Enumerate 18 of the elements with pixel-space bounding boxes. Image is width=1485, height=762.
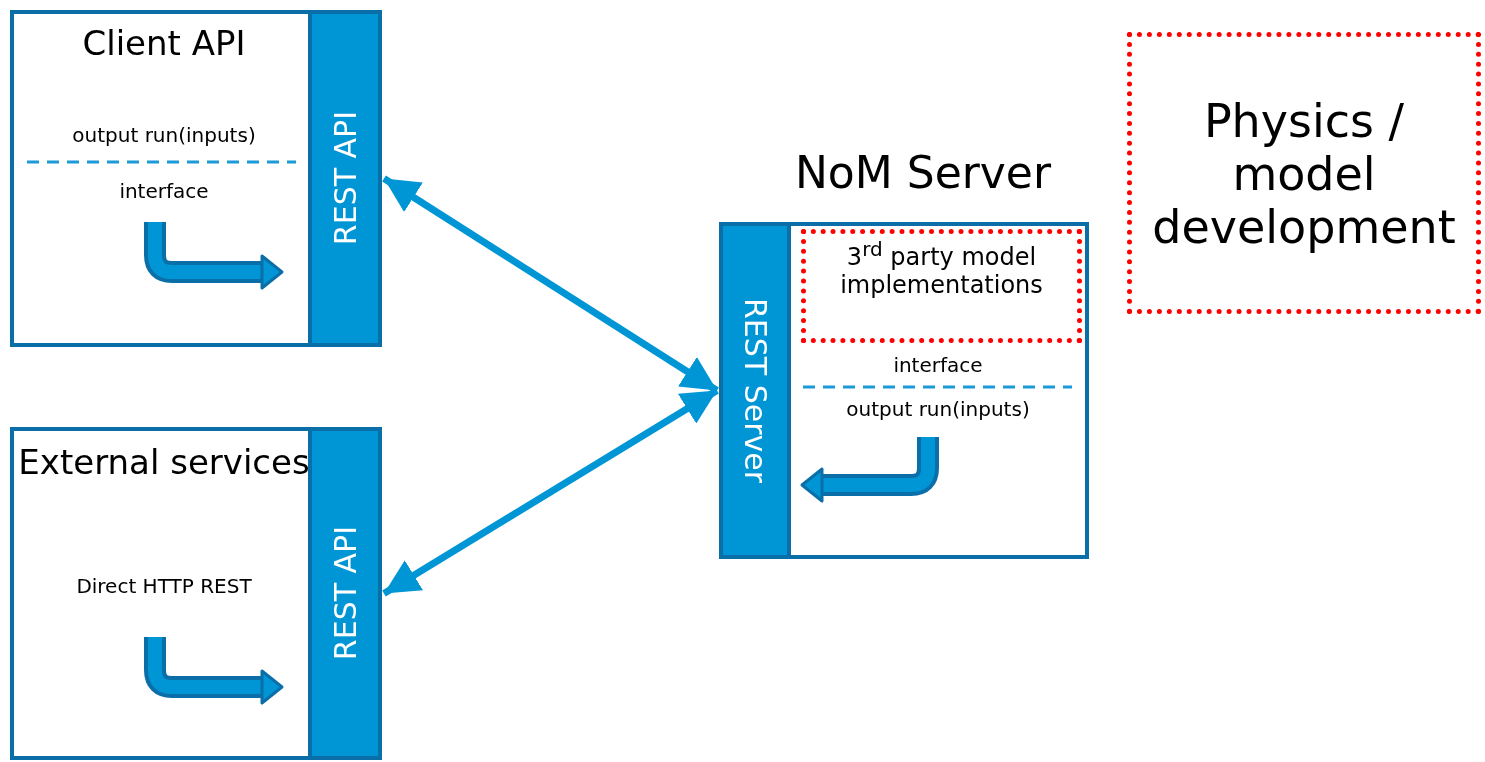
- box-text: interface: [892, 354, 984, 377]
- box-text: output run(inputs): [71, 124, 257, 147]
- box-text: output run(inputs): [845, 398, 1031, 421]
- component-box: [10, 427, 382, 760]
- box-title: Physics / model development: [1151, 95, 1457, 254]
- box-title: External services: [17, 443, 311, 483]
- box-title: Client API: [81, 24, 247, 64]
- bar-label: REST API: [327, 526, 363, 661]
- box-text: Direct HTTP REST: [75, 575, 253, 598]
- box-title: 3$^{rd}$ party model implementations: [839, 238, 1044, 300]
- dotted-region: [801, 229, 1082, 343]
- dotted-region: [1127, 32, 1481, 314]
- box-title: NoM Server: [793, 148, 1053, 199]
- double-arrow: [382, 387, 719, 597]
- bar-label: REST API: [327, 111, 363, 246]
- bar-label: REST Server: [737, 297, 773, 484]
- component-box: [10, 10, 382, 347]
- box-text: interface: [118, 180, 210, 203]
